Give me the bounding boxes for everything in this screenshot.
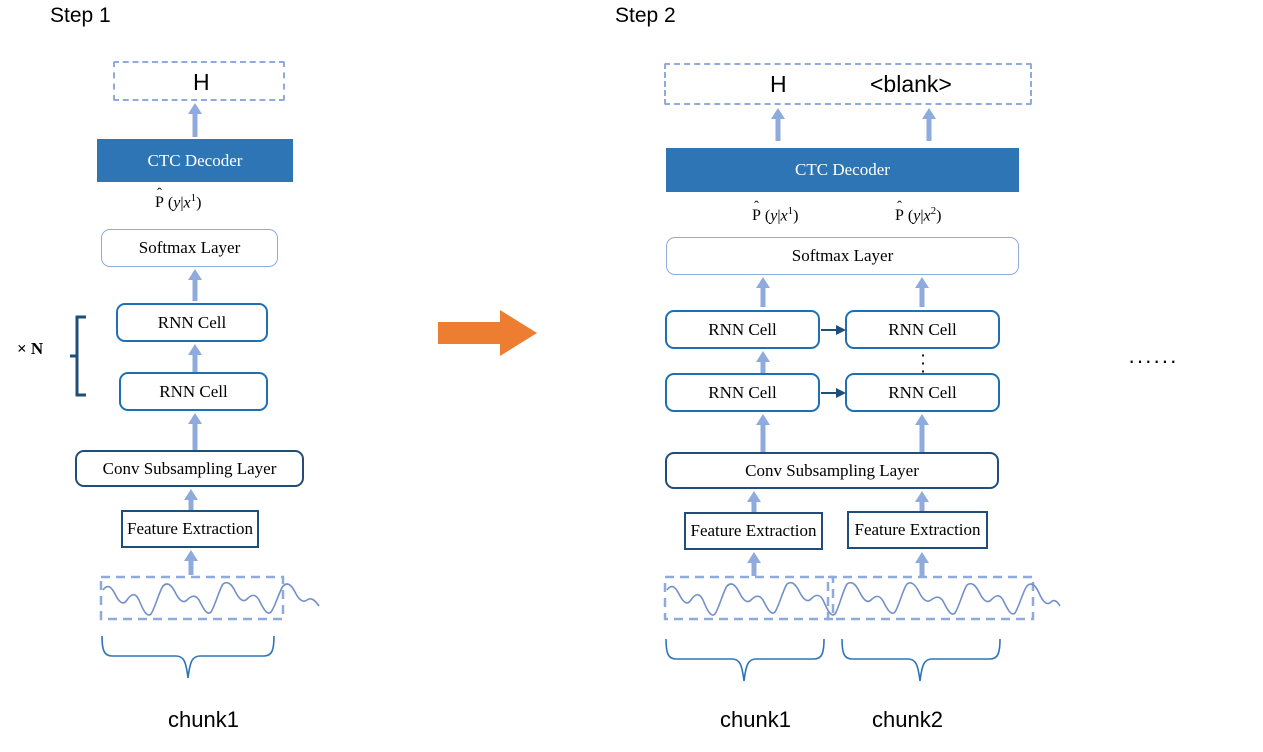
step1-chunk-label-0: chunk1 bbox=[168, 707, 239, 732]
step1-title: Step 1 bbox=[50, 4, 111, 27]
step2-output-token-1: <blank> bbox=[870, 71, 952, 97]
step2-chunk-label-0: chunk1 bbox=[720, 707, 791, 732]
step2-arrow-conv-to-rnn-1 bbox=[915, 414, 929, 452]
step1-prob-label-0: ̂P (y|x1) bbox=[155, 192, 202, 212]
step2-arrow-rnn-r0-horizontal bbox=[821, 325, 846, 335]
step1-chunk-brace-0 bbox=[101, 635, 275, 679]
step2-arrow-ctc-to-output-0 bbox=[771, 108, 785, 141]
step1-ctc-decoder: CTC Decoder bbox=[97, 139, 293, 182]
step1-rnn-cell-top: RNN Cell bbox=[116, 303, 268, 342]
step2-rnn-cell-r0c0: RNN Cell bbox=[665, 310, 820, 349]
step1-output-box: H bbox=[113, 61, 285, 101]
step2-arrow-feature-to-conv-1 bbox=[915, 491, 929, 513]
step2-arrow-feature-to-conv-0 bbox=[747, 491, 761, 513]
step1-arrow-feature-to-conv bbox=[184, 489, 198, 511]
step2-arrow-conv-to-rnn-0 bbox=[756, 414, 770, 452]
step2-chunk-brace-1 bbox=[841, 638, 1001, 682]
step2-prob-label-0: ̂P (y|x1) bbox=[752, 205, 799, 225]
step2-output-token-0: H bbox=[770, 71, 787, 97]
step2-vertical-ellipsis: ··· bbox=[919, 345, 927, 382]
step1-arrow-wave-to-feature bbox=[184, 550, 198, 575]
step1-waveform bbox=[99, 575, 320, 621]
step2-waveform bbox=[663, 575, 1061, 621]
step2-feature-extraction-0: Feature Extraction bbox=[684, 512, 823, 550]
step2-arrow-rnn-r1-horizontal bbox=[821, 388, 846, 398]
step1-conv-subsampling-layer: Conv Subsampling Layer bbox=[75, 450, 304, 487]
step1-feature-extraction-0: Feature Extraction bbox=[121, 510, 259, 548]
step1-repeat-label: × N bbox=[17, 339, 44, 358]
step1-softmax-layer: Softmax Layer bbox=[101, 229, 278, 267]
step2-chunk-brace-0 bbox=[665, 638, 825, 682]
step2-rnn-cell-r1c0: RNN Cell bbox=[665, 373, 820, 412]
step1-rnn-cell-bottom: RNN Cell bbox=[119, 372, 268, 411]
step2-arrow-wave-to-feature-0 bbox=[747, 552, 761, 576]
step2-rnn-cell-r1c1: RNN Cell bbox=[845, 373, 1000, 412]
step2-arrow-rnn-to-softmax-1 bbox=[915, 277, 929, 307]
step2-arrow-rnn-to-softmax-0 bbox=[756, 277, 770, 307]
step1-output-token-0: H bbox=[193, 69, 210, 95]
step2-output-box: H <blank> bbox=[664, 63, 1032, 105]
step2-softmax-layer: Softmax Layer bbox=[666, 237, 1019, 275]
step1-arrow-rnn-to-rnn bbox=[188, 344, 202, 372]
step2-chunk-label-1: chunk2 bbox=[872, 707, 943, 732]
step1-arrow-ctc-to-output bbox=[188, 103, 202, 137]
step2-feature-extraction-1: Feature Extraction bbox=[847, 511, 988, 549]
step2-continuation-dots: ······ bbox=[1128, 348, 1178, 373]
step2-arrow-ctc-to-output-1 bbox=[922, 108, 936, 141]
step2-title: Step 2 bbox=[615, 4, 676, 27]
step2-arrow-wave-to-feature-1 bbox=[915, 552, 929, 576]
step1-arrow-rnn-to-softmax bbox=[188, 269, 202, 301]
step1-repeat-bracket bbox=[70, 315, 86, 397]
step2-rnn-cell-r0c1: RNN Cell bbox=[845, 310, 1000, 349]
step2-conv-subsampling-layer: Conv Subsampling Layer bbox=[665, 452, 999, 489]
step2-prob-label-1: ̂P (y|x2) bbox=[895, 205, 942, 225]
step2-ctc-decoder: CTC Decoder bbox=[666, 148, 1019, 192]
transition-right-arrow bbox=[438, 310, 537, 356]
step1-arrow-conv-to-rnn bbox=[188, 413, 202, 450]
